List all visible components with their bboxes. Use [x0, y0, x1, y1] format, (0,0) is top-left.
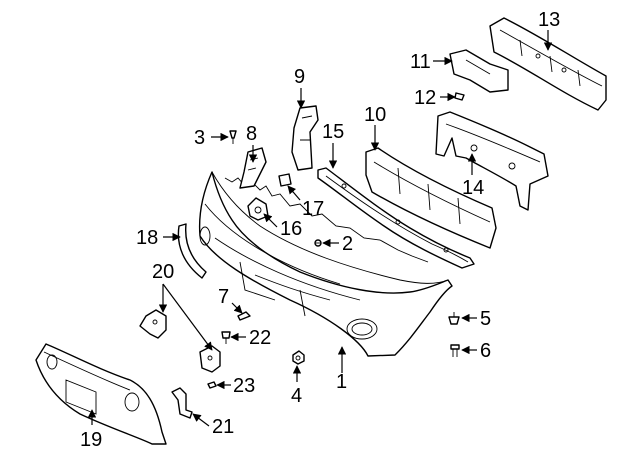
bumper-cover-part: [198, 171, 453, 357]
bolt-part-6: [450, 344, 460, 357]
leader-21: [192, 413, 210, 427]
bolt-part-12: [454, 92, 465, 101]
bracket-part-21: [171, 387, 193, 419]
callout-11: 11: [410, 51, 431, 73]
bracket-part-20a: [139, 309, 167, 339]
callout-9: 9: [294, 66, 305, 88]
callout-6: 6: [480, 340, 491, 362]
bumper-bracket-part-14: [435, 111, 549, 211]
leader-7: [231, 302, 243, 314]
molding-part-18: [177, 223, 207, 279]
callout-12: 12: [414, 87, 436, 109]
leader-16: [263, 213, 278, 228]
callout-17: 17: [302, 198, 324, 220]
absorber-part-10: [365, 147, 497, 249]
callout-21: 21: [212, 416, 234, 438]
callout-2: 2: [342, 233, 353, 255]
screw-part-7: [237, 311, 251, 321]
leader-20b: [162, 283, 213, 351]
bracket-part-20b: [199, 345, 221, 373]
retainer-part-15: [317, 167, 475, 269]
callout-14: 14: [462, 177, 484, 199]
clip-part-17: [278, 173, 292, 187]
callout-5: 5: [480, 308, 491, 330]
bracket-part-11: [449, 49, 509, 93]
bracket-part-16: [247, 197, 269, 221]
leader-lines: [87, 30, 553, 427]
callout-3: 3: [194, 127, 205, 149]
callout-23: 23: [233, 375, 255, 397]
valance-part-19: [35, 343, 167, 445]
callout-7: 7: [218, 286, 229, 308]
mount-bracket-part-9: [291, 105, 319, 171]
callout-13: 13: [538, 9, 560, 31]
bolt-part-22: [221, 331, 231, 344]
callout-labels: 1 2 3 4 5 6 7 8 9 10 11 12 13 14 15 16 1…: [80, 9, 560, 451]
nut-part-4: [292, 350, 305, 365]
grommet-part-5: [448, 312, 460, 325]
leader-17: [287, 185, 301, 201]
callout-16: 16: [280, 218, 302, 240]
callout-1: 1: [336, 371, 347, 393]
callout-15: 15: [322, 121, 344, 143]
reinforcement-part-13: [489, 17, 607, 111]
callout-22: 22: [249, 327, 271, 349]
callout-19: 19: [80, 429, 102, 451]
clip-part-2: [314, 239, 322, 247]
screw-part-23: [207, 381, 217, 389]
callout-10: 10: [364, 104, 386, 126]
callout-20: 20: [152, 261, 174, 283]
callout-18: 18: [136, 227, 158, 249]
callout-8: 8: [246, 123, 257, 145]
callout-4: 4: [291, 385, 302, 407]
push-pin-part-3: [229, 130, 237, 144]
